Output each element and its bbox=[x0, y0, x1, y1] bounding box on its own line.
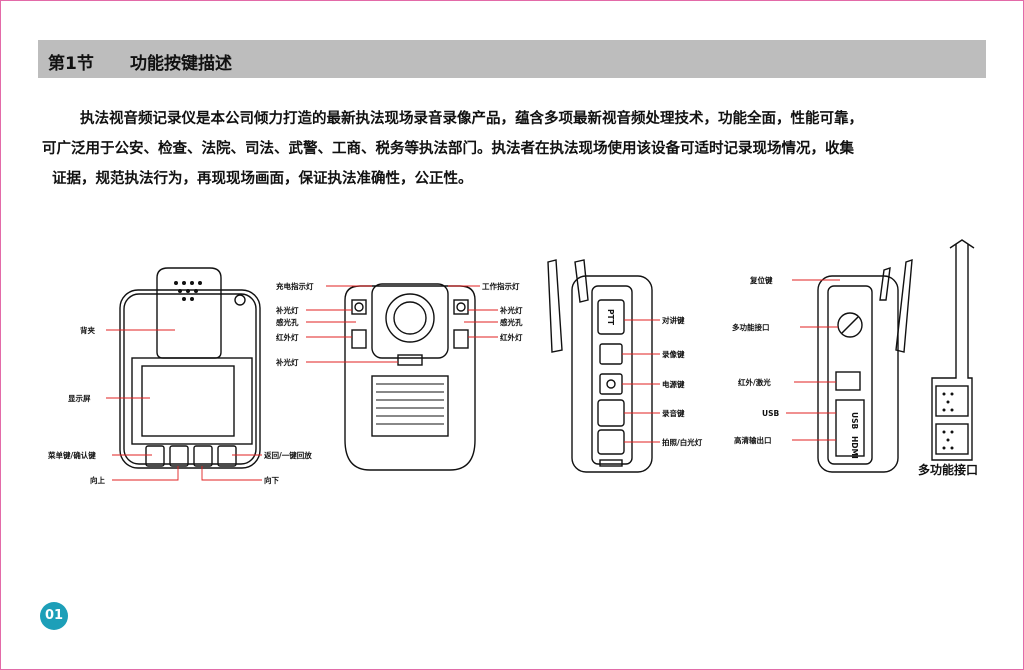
label-photo-key: 拍照/白光灯 bbox=[662, 437, 703, 447]
label-laser-light: 补光灯 bbox=[275, 357, 299, 367]
connector-caption: 多功能接口 bbox=[918, 462, 978, 477]
other-side-callouts: 复位键 多功能接口 红外/激光 USB 高清输出口 bbox=[732, 275, 840, 445]
ptt-button-text: PTT bbox=[606, 309, 615, 326]
label-work-light: 工作指示灯 bbox=[482, 281, 520, 291]
side-view-callouts: 对讲键 录像键 电源键 录音键 拍照/白光灯 bbox=[622, 315, 703, 447]
usb-port-text: USB bbox=[850, 412, 859, 429]
camera-view-device bbox=[344, 283, 476, 471]
camera-view-callouts: 充电指示灯 工作指示灯 补光灯 感光孔 红外灯 补光灯 感光孔 红外灯 补光灯 bbox=[275, 281, 523, 367]
label-fill-light-right: 补光灯 bbox=[499, 305, 523, 315]
label-charge-light: 充电指示灯 bbox=[276, 281, 314, 291]
label-up: 向上 bbox=[90, 475, 105, 485]
side-view-device: PTT bbox=[547, 259, 653, 473]
multi-port-connector bbox=[931, 239, 975, 461]
device-diagram: 背夹 显示屏 菜单键/确认键 向上 返回/一键回放 向下 充电指示灯 工作指示灯 bbox=[47, 239, 978, 485]
label-fill-light-left: 补光灯 bbox=[275, 305, 299, 315]
label-ir-laser: 红外/激光 bbox=[738, 377, 771, 387]
label-menu-confirm: 菜单键/确认键 bbox=[47, 450, 96, 460]
label-video-key: 录像键 bbox=[662, 349, 685, 359]
front-view-device bbox=[119, 267, 261, 469]
label-down: 向下 bbox=[264, 475, 279, 485]
intro-line-3: 证据，规范执法行为，再现现场画面，保证执法准确性，公正性。 bbox=[52, 171, 473, 187]
label-infrared-left: 红外灯 bbox=[276, 332, 299, 342]
label-photosensitive-left: 感光孔 bbox=[276, 317, 299, 327]
label-back-replay: 返回/一键回放 bbox=[264, 450, 312, 460]
label-hdmi-out: 高清输出口 bbox=[734, 435, 772, 445]
label-photosensitive-right: 感光孔 bbox=[500, 317, 523, 327]
other-side-device: USB HDMI bbox=[817, 258, 913, 473]
section-header: 第1节 功能按键描述 bbox=[38, 40, 986, 78]
intro-line-2: 可广泛用于公安、检查、法院、司法、武警、工商、税务等执法部门。执法者在执法现场使… bbox=[42, 141, 854, 157]
intro-line-1: 执法视音频记录仪是本公司倾力打造的最新执法现场录音录像产品，蕴含多项最新视音频处… bbox=[80, 111, 863, 127]
page-number: 01 bbox=[40, 602, 68, 630]
section-title: 功能按键描述 bbox=[130, 54, 232, 74]
label-power-key: 电源键 bbox=[662, 379, 685, 389]
hdmi-port-text: HDMI bbox=[850, 436, 859, 459]
label-audio-key: 录音键 bbox=[662, 408, 685, 418]
front-view-callouts: 背夹 显示屏 菜单键/确认键 向上 返回/一键回放 向下 bbox=[47, 325, 312, 485]
label-infrared-right: 红外灯 bbox=[500, 332, 523, 342]
label-reset: 复位键 bbox=[749, 275, 773, 285]
label-multi-port: 多功能接口 bbox=[732, 322, 770, 332]
label-back-clip: 背夹 bbox=[80, 325, 95, 335]
label-ptt: 对讲键 bbox=[662, 315, 685, 325]
label-usb: USB bbox=[762, 409, 779, 418]
section-number: 第1节 bbox=[48, 54, 94, 74]
label-screen: 显示屏 bbox=[68, 394, 91, 403]
intro-paragraph: 执法视音频记录仪是本公司倾力打造的最新执法现场录音录像产品，蕴含多项最新视音频处… bbox=[42, 104, 982, 194]
